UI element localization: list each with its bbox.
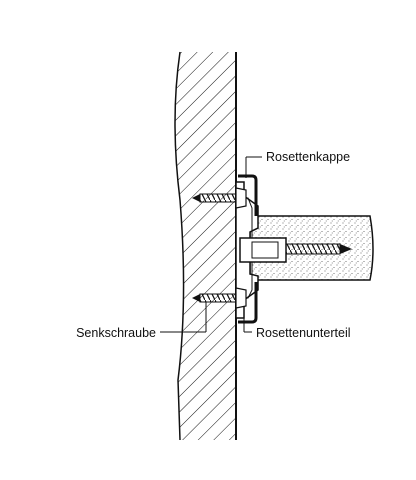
label-senkschraube: Senkschraube xyxy=(76,326,156,340)
upper-countersunk-screw xyxy=(192,187,247,209)
leader-lines xyxy=(160,156,262,333)
central-dowel-screw xyxy=(239,237,352,263)
label-rosettenunterteil: Rosettenunterteil xyxy=(256,326,351,340)
rosette-cap xyxy=(238,174,258,324)
label-rosettenkappe: Rosettenkappe xyxy=(266,150,350,164)
lower-countersunk-screw xyxy=(192,287,247,309)
wall-section xyxy=(174,51,237,441)
